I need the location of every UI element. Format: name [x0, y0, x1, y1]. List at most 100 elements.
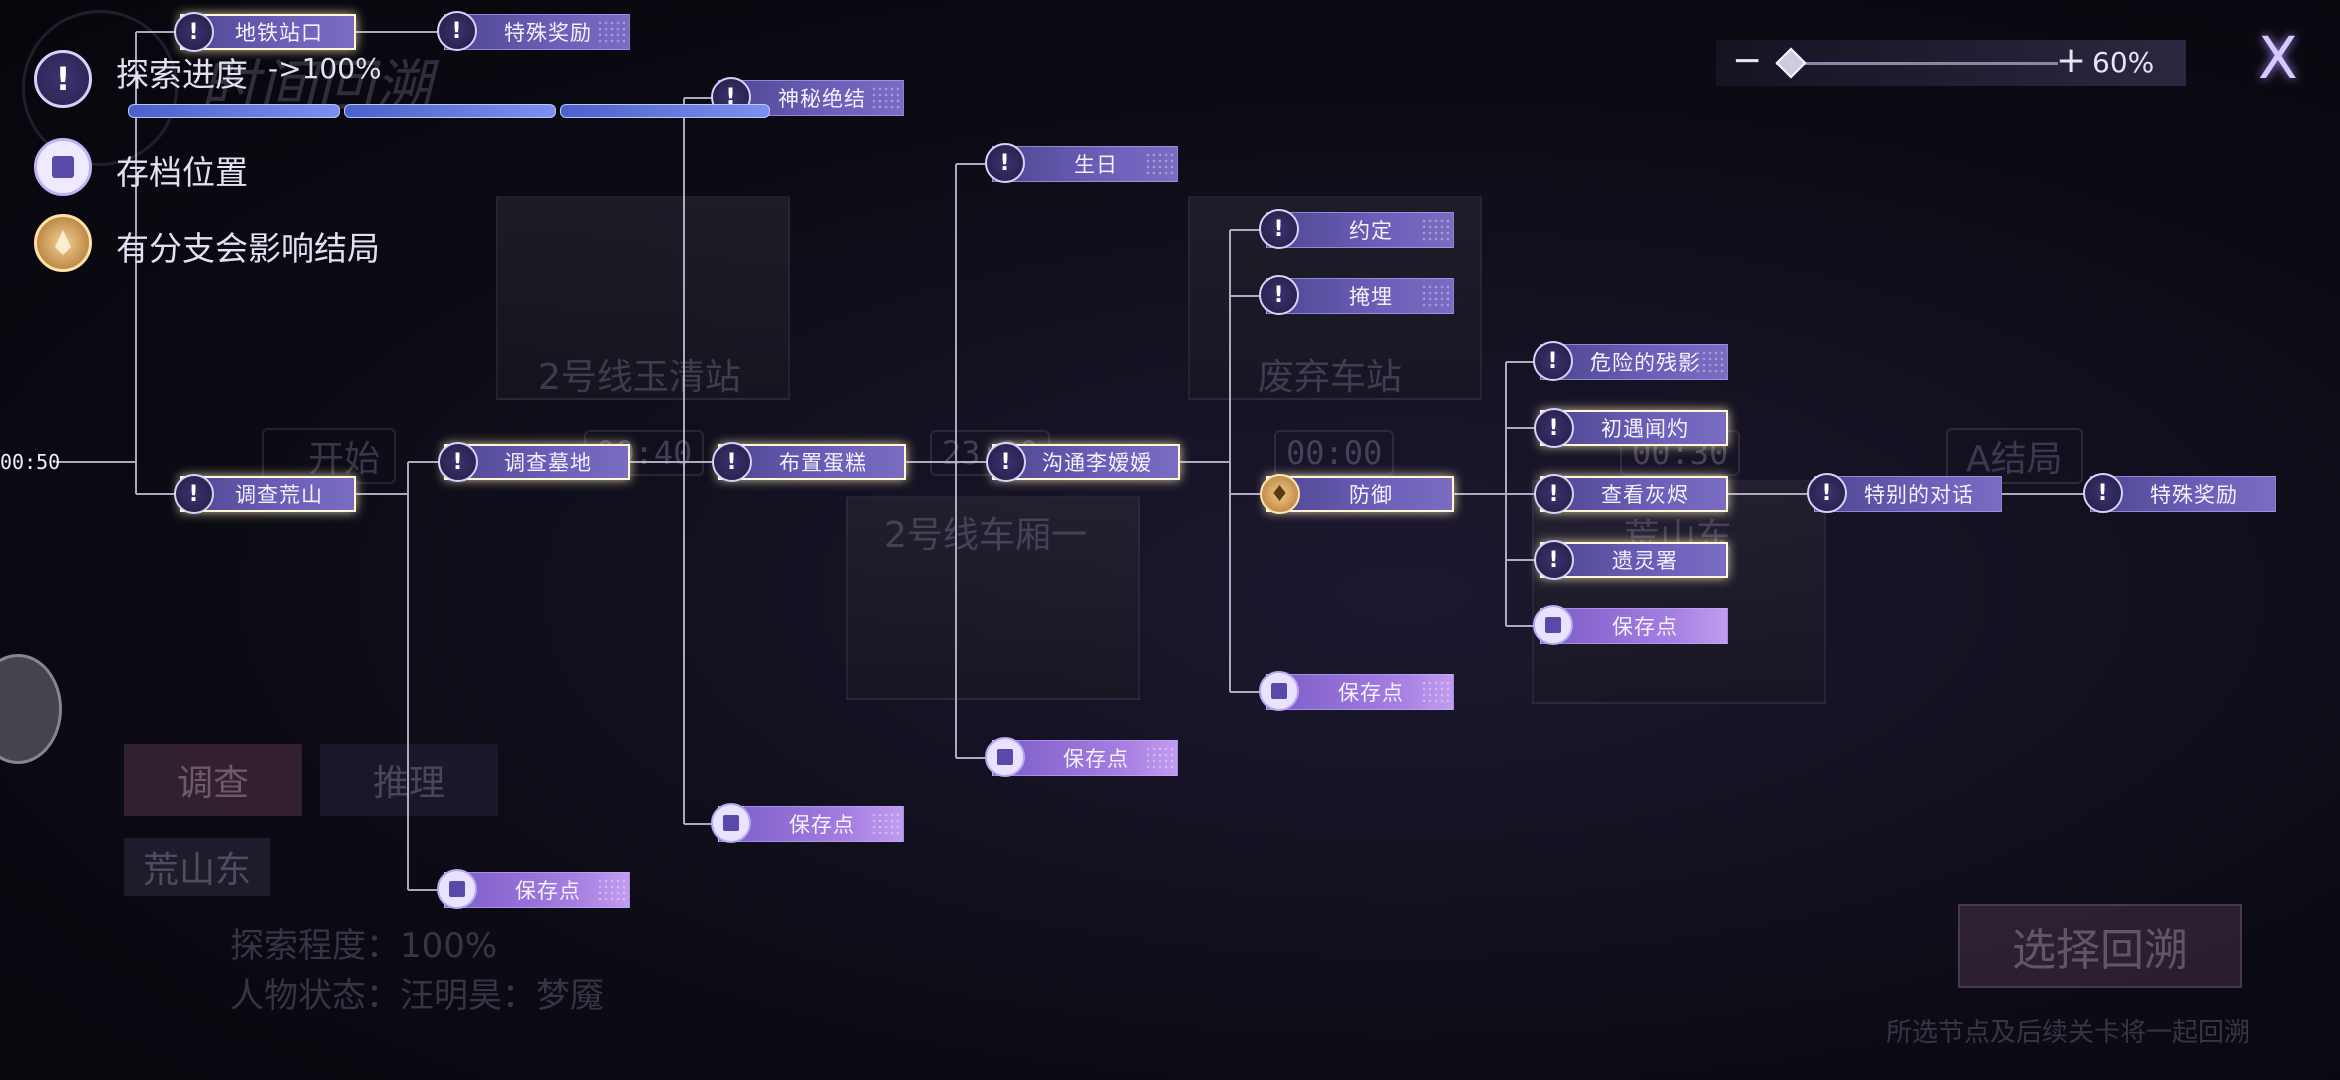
- location-label: 荒山东: [124, 838, 270, 896]
- scene-picture-carriage: [846, 496, 1140, 700]
- progress-label: 探索进度: [116, 55, 248, 94]
- zoom-track[interactable]: [1776, 62, 2058, 65]
- select-backtrack-button: 选择回溯: [1958, 904, 2242, 988]
- exclamation-icon: !: [1807, 473, 1847, 513]
- node-bury[interactable]: ! 掩埋: [1259, 275, 1454, 315]
- node-check-ash[interactable]: ! 查看灰烬: [1534, 474, 1728, 514]
- node-label: 防御: [1349, 483, 1393, 507]
- node-save-defend[interactable]: 保存点: [1259, 671, 1454, 711]
- node-label: 危险的残影: [1590, 351, 1700, 375]
- tab-investigate: 调查: [124, 744, 302, 816]
- node-save-tomb[interactable]: 保存点: [437, 869, 630, 909]
- node-save-communicate[interactable]: 保存点: [985, 737, 1178, 777]
- node-special-reward-2[interactable]: ! 特殊奖励: [2083, 473, 2276, 513]
- backtrack-hint: 所选节点及后续关卡将一起回溯: [1886, 1018, 2251, 1048]
- node-label: 调查荒山: [235, 483, 323, 507]
- node-label: 保存点: [1063, 747, 1129, 771]
- zoom-value: 60%: [2092, 46, 2155, 79]
- exclamation-icon: !: [174, 474, 214, 514]
- node-save-cake[interactable]: 保存点: [711, 803, 904, 843]
- scene-picture-yuqing: [496, 196, 790, 400]
- station-label-yuqing: 2号线玉清站: [538, 357, 741, 398]
- node-label: 保存点: [789, 813, 855, 837]
- progress-bar: [128, 104, 770, 118]
- exclamation-icon: !: [1534, 540, 1574, 580]
- node-decoration: [1695, 350, 1723, 374]
- node-investigate-wasteland[interactable]: ! 调查荒山: [174, 474, 356, 514]
- clock-decoration: [22, 10, 178, 166]
- node-spirit-office[interactable]: ! 遗灵署: [1534, 540, 1728, 580]
- node-decoration: [871, 812, 899, 836]
- progress-value: ->100%: [268, 52, 382, 85]
- exclamation-icon: !: [712, 442, 752, 482]
- branch-label: 有分支会影响结局: [116, 229, 380, 268]
- save-icon: [1259, 671, 1299, 711]
- node-promise[interactable]: ! 约定: [1259, 209, 1454, 249]
- node-special-reward-1[interactable]: ! 特殊奖励: [437, 11, 630, 51]
- zoom-out-button[interactable]: −: [1732, 40, 1763, 81]
- save-glyph: [52, 156, 74, 178]
- branch-ending-icon: ♦: [1260, 474, 1300, 514]
- node-arrange-cake[interactable]: ! 布置蛋糕: [712, 442, 906, 482]
- node-special-talk[interactable]: ! 特别的对话: [1807, 473, 2002, 513]
- exclamation-icon: !: [2083, 473, 2123, 513]
- node-label: 初遇闻灼: [1601, 417, 1689, 441]
- node-label: 特殊奖励: [504, 21, 592, 45]
- node-save-ash[interactable]: 保存点: [1533, 605, 1728, 645]
- node-label: 调查墓地: [504, 451, 592, 475]
- character-status: 人物状态：汪明昊：梦魇: [230, 976, 604, 1016]
- node-first-flame[interactable]: ! 初遇闻灼: [1534, 408, 1728, 448]
- progress-segment-3: [560, 104, 770, 118]
- explore-degree: 探索程度：100%: [230, 926, 498, 966]
- node-decoration: [1421, 680, 1449, 704]
- ending-label: A结局: [1946, 428, 2083, 484]
- node-label: 保存点: [515, 879, 581, 903]
- node-investigate-tomb[interactable]: ! 调查墓地: [438, 442, 630, 482]
- node-mysterious[interactable]: ! 神秘绝结: [711, 77, 904, 117]
- node-label: 掩埋: [1349, 285, 1393, 309]
- node-metro-entrance[interactable]: ! 地铁站口: [174, 12, 356, 52]
- node-birthday[interactable]: ! 生日: [985, 143, 1178, 183]
- node-decoration: [1145, 152, 1173, 176]
- exclamation-icon: !: [1534, 408, 1574, 448]
- exclamation-icon: !: [437, 11, 477, 51]
- node-communicate[interactable]: ! 沟通李嫒嫒: [986, 442, 1180, 482]
- progress-segment-2: [344, 104, 556, 118]
- save-icon: [711, 803, 751, 843]
- save-icon: [1533, 605, 1573, 645]
- node-label: 地铁站口: [235, 21, 323, 45]
- node-decoration: [1421, 218, 1449, 242]
- zoom-slider-handle[interactable]: [1775, 47, 1807, 79]
- node-label: 约定: [1349, 219, 1393, 243]
- save-icon: [985, 737, 1025, 777]
- exclamation-icon: !: [985, 143, 1025, 183]
- exclamation-icon: !: [1259, 275, 1299, 315]
- node-decoration: [1145, 746, 1173, 770]
- zoom-in-button[interactable]: +: [2056, 40, 2087, 81]
- exclamation-icon: !: [174, 12, 214, 52]
- node-label: 生日: [1074, 153, 1118, 177]
- node-decoration: [597, 878, 625, 902]
- node-defend[interactable]: ♦ 防御: [1260, 474, 1454, 514]
- time-label-3: 00:00: [1274, 430, 1395, 476]
- node-decoration: [1421, 284, 1449, 308]
- exclamation-icon: !: [1534, 474, 1574, 514]
- exclamation-icon: !: [438, 442, 478, 482]
- exclamation-icon: !: [986, 442, 1026, 482]
- node-label: 保存点: [1612, 615, 1678, 639]
- station-label-carriage: 2号线车厢一: [884, 515, 1087, 556]
- save-icon: [437, 869, 477, 909]
- node-decoration: [597, 20, 625, 44]
- zoom-control: − + 60%: [1716, 40, 2186, 86]
- node-danger-shadow[interactable]: ! 危险的残影: [1533, 341, 1728, 381]
- save-label: 存档位置: [116, 153, 248, 192]
- node-label: 神秘绝结: [778, 87, 866, 111]
- branch-ending-icon: [34, 214, 92, 272]
- close-button[interactable]: X: [2258, 24, 2298, 92]
- exclamation-icon: !: [1533, 341, 1573, 381]
- scene-picture-huangshan: [1532, 480, 1826, 704]
- node-label: 遗灵署: [1612, 549, 1678, 573]
- node-label: 保存点: [1338, 681, 1404, 705]
- node-label: 特殊奖励: [2150, 483, 2238, 507]
